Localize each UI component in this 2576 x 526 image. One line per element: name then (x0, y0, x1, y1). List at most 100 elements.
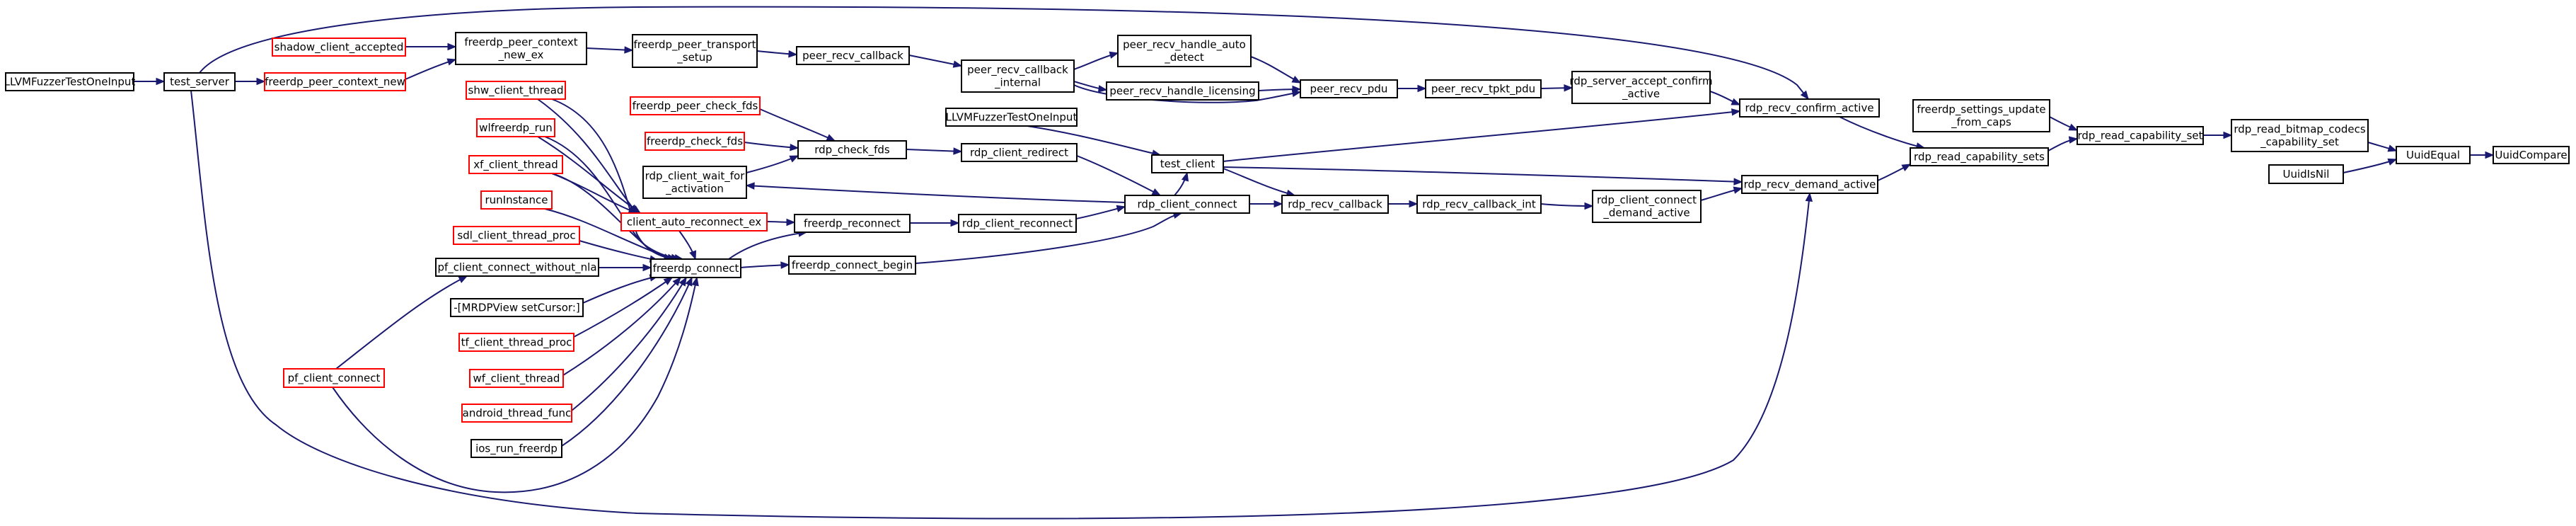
node-box[interactable] (632, 34, 758, 68)
node-box[interactable] (1124, 195, 1250, 214)
node-box[interactable] (1739, 98, 1880, 118)
node-box[interactable] (794, 214, 911, 233)
node-box[interactable] (788, 256, 916, 275)
node-box[interactable] (630, 96, 761, 115)
node-sdl-client-thread-proc[interactable]: sdl_client_thread_proc (453, 226, 580, 245)
node-run-instance[interactable]: runInstance (480, 190, 553, 210)
node-box[interactable] (645, 132, 745, 151)
node-box[interactable] (642, 166, 747, 199)
node-uuid-is-nil[interactable]: UuidIsNil (2268, 164, 2344, 184)
node-mrdpview-set-cursor[interactable]: -[MRDPView setCursor:] (450, 298, 584, 317)
node-rdp-recv-demand-active[interactable]: rdp_recv_demand_active (1741, 175, 1878, 194)
node-box[interactable] (961, 143, 1078, 162)
node-box[interactable] (2268, 164, 2344, 184)
node-box[interactable] (1106, 81, 1259, 101)
node-pf-client-connect-without-nla[interactable]: pf_client_connect_without_nla (435, 258, 599, 277)
node-box[interactable] (435, 258, 599, 277)
node-box[interactable] (2231, 119, 2369, 152)
node-wlfreerdp-run[interactable]: wlfreerdp_run (476, 118, 555, 137)
node-box[interactable] (945, 108, 1078, 127)
node-freerdp-settings-update[interactable]: freerdp_settings_update_from_caps (1912, 99, 2050, 132)
node-freerdp-peer-check-fds[interactable]: freerdp_peer_check_fds (630, 96, 761, 115)
node-box[interactable] (2077, 126, 2204, 145)
node-box[interactable] (650, 258, 741, 278)
node-box[interactable] (283, 368, 385, 388)
node-box[interactable] (2493, 146, 2570, 164)
node-box[interactable] (1281, 195, 1389, 214)
node-rdp-recv-callback[interactable]: rdp_recv_callback (1281, 195, 1389, 214)
node-uuid-compare[interactable]: UuidCompare (2493, 146, 2570, 164)
node-box[interactable] (476, 118, 555, 137)
node-box[interactable] (264, 72, 406, 91)
node-test-client[interactable]: test_client (1151, 154, 1224, 173)
node-rdp-client-connect-demand[interactable]: rdp_client_connect_demand_active (1592, 190, 1702, 223)
node-shw-client-thread[interactable]: shw_client_thread (466, 81, 566, 100)
node-pf-client-connect[interactable]: pf_client_connect (283, 368, 385, 388)
node-freerdp-connect-begin[interactable]: freerdp_connect_begin (788, 256, 916, 275)
node-rdp-client-reconnect[interactable]: rdp_client_reconnect (958, 214, 1077, 233)
node-box[interactable] (958, 214, 1077, 233)
node-test-server[interactable]: test_server (163, 72, 236, 91)
node-box[interactable] (461, 404, 572, 423)
node-rdp-read-capability-set[interactable]: rdp_read_capability_set (2077, 126, 2204, 145)
node-peer-recv-handle-auto[interactable]: peer_recv_handle_auto_detect (1117, 35, 1252, 67)
node-freerdp-check-fds[interactable]: freerdp_check_fds (645, 132, 745, 151)
node-rdp-read-bitmap-codecs[interactable]: rdp_read_bitmap_codecs_capability_set (2231, 119, 2369, 152)
node-client-auto-reconnect-ex[interactable]: client_auto_reconnect_ex (620, 212, 768, 231)
node-box[interactable] (1912, 99, 2050, 132)
node-box[interactable] (961, 59, 1075, 93)
node-peer-recv-pdu[interactable]: peer_recv_pdu (1300, 79, 1398, 98)
node-box[interactable] (1571, 71, 1711, 104)
node-wf-client-thread[interactable]: wf_client_thread (469, 369, 564, 388)
node-box[interactable] (453, 226, 580, 245)
node-box[interactable] (796, 46, 910, 65)
node-llvm-fuzzer-left[interactable]: LLVMFuzzerTestOneInput (4, 72, 136, 91)
node-freerdp-peer-context-new-ex[interactable]: freerdp_peer_context_new_ex (455, 32, 587, 65)
node-uuid-equal[interactable]: UuidEqual (2396, 146, 2471, 164)
node-box[interactable] (1117, 35, 1252, 67)
node-peer-recv-callback[interactable]: peer_recv_callback (796, 46, 910, 65)
node-rdp-client-wait-for-activation[interactable]: rdp_client_wait_for_activation (642, 166, 747, 199)
node-rdp-check-fds[interactable]: rdp_check_fds (797, 140, 907, 159)
node-xf-client-thread[interactable]: xf_client_thread (468, 155, 563, 174)
node-box[interactable] (1151, 154, 1224, 173)
node-peer-recv-handle-licensing[interactable]: peer_recv_handle_licensing (1106, 81, 1259, 101)
node-rdp-client-connect[interactable]: rdp_client_connect (1124, 195, 1250, 214)
node-peer-recv-callback-internal[interactable]: peer_recv_callback_internal (961, 59, 1075, 93)
node-box[interactable] (1741, 175, 1878, 194)
node-tf-client-thread-proc[interactable]: tf_client_thread_proc (458, 333, 574, 352)
node-box[interactable] (468, 155, 563, 174)
node-box[interactable] (1416, 195, 1542, 214)
node-box[interactable] (458, 333, 574, 352)
node-box[interactable] (466, 81, 566, 100)
node-box[interactable] (620, 212, 768, 231)
node-box[interactable] (470, 439, 562, 458)
node-box[interactable] (272, 38, 406, 57)
node-rdp-read-capability-sets[interactable]: rdp_read_capability_sets (1910, 147, 2049, 166)
node-box[interactable] (455, 32, 587, 65)
node-llvm-fuzzer-mid[interactable]: LLVMFuzzerTestOneInput (945, 108, 1078, 127)
node-freerdp-peer-transport[interactable]: freerdp_peer_transport_setup (632, 34, 758, 68)
node-box[interactable] (163, 72, 236, 91)
node-box[interactable] (450, 298, 584, 317)
node-box[interactable] (1425, 79, 1542, 98)
node-rdp-server-accept-confirm[interactable]: rdp_server_accept_confirm_active (1569, 71, 1713, 104)
node-freerdp-connect[interactable]: freerdp_connect (650, 258, 741, 278)
node-box[interactable] (480, 190, 553, 210)
node-rdp-recv-confirm-active[interactable]: rdp_recv_confirm_active (1739, 98, 1880, 118)
node-box[interactable] (1300, 79, 1398, 98)
node-rdp-recv-callback-int[interactable]: rdp_recv_callback_int (1416, 195, 1542, 214)
node-freerdp-peer-context-new[interactable]: freerdp_peer_context_new (264, 72, 406, 91)
node-box[interactable] (2396, 146, 2471, 164)
node-box[interactable] (1910, 147, 2049, 166)
node-android-thread-func[interactable]: android_thread_func (461, 404, 572, 423)
node-box[interactable] (1592, 190, 1702, 223)
node-box[interactable] (797, 140, 907, 159)
node-shadow-client-accepted[interactable]: shadow_client_accepted (272, 38, 406, 57)
node-peer-recv-tpkt-pdu[interactable]: peer_recv_tpkt_pdu (1425, 79, 1542, 98)
node-box[interactable] (469, 369, 564, 388)
node-ios-run-freerdp[interactable]: ios_run_freerdp (470, 439, 562, 458)
node-freerdp-reconnect[interactable]: freerdp_reconnect (794, 214, 911, 233)
node-rdp-client-redirect[interactable]: rdp_client_redirect (961, 143, 1078, 162)
node-box[interactable] (5, 72, 134, 91)
